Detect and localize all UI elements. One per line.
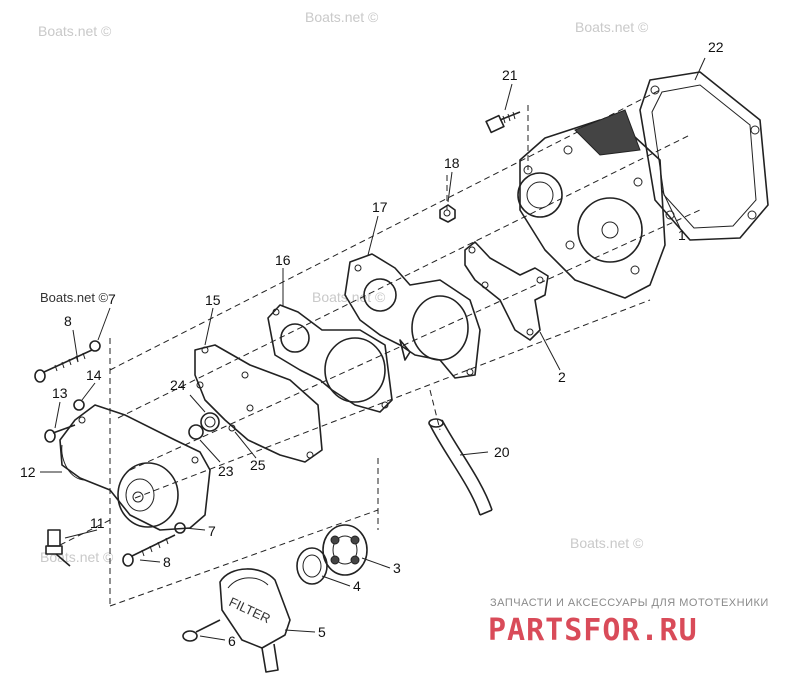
callout-1: 1 xyxy=(678,227,686,243)
callout-4: 4 xyxy=(353,578,361,594)
callout-15: 15 xyxy=(205,292,221,308)
callout-25: 25 xyxy=(250,457,266,473)
watermark-mid-left: Boats.net © xyxy=(40,290,109,305)
part-5-filter-cap: FILTER xyxy=(219,568,291,673)
callout-24: 24 xyxy=(170,377,186,393)
callout-8-lower: 8 xyxy=(163,554,171,570)
watermark-top-left: Boats.net © xyxy=(38,23,112,39)
callout-7-upper: 7 xyxy=(108,291,116,307)
watermark-mid-center: Boats.net © xyxy=(312,289,386,305)
callout-11: 11 xyxy=(90,515,105,531)
part-13-bolt xyxy=(44,424,76,443)
part-20-hose xyxy=(428,418,493,516)
leader-lines xyxy=(40,57,706,641)
watermark-top-mid: Boats.net © xyxy=(305,9,379,25)
part-3-filter-screen xyxy=(322,524,368,576)
callout-21: 21 xyxy=(502,67,518,83)
part-16-gasket xyxy=(267,304,393,413)
callout-5: 5 xyxy=(318,624,326,640)
part-17-housing xyxy=(344,253,481,379)
callout-16: 16 xyxy=(275,252,291,268)
part-7-washer-upper xyxy=(89,340,101,352)
brand-logo-text: PARTSFOR.RU xyxy=(488,613,698,648)
callout-2: 2 xyxy=(558,369,566,385)
watermark-bottom-right: Boats.net © xyxy=(570,535,644,551)
callout-13: 13 xyxy=(52,385,68,401)
part-23-washer xyxy=(188,424,204,440)
part-2-plate xyxy=(464,241,549,341)
callout-23: 23 xyxy=(218,463,234,479)
part-11-fitting xyxy=(45,529,71,567)
part-1-pump-body xyxy=(517,109,666,299)
callout-22: 22 xyxy=(708,39,724,55)
part-8-bolt-lower xyxy=(122,534,176,567)
part-8-bolt-upper xyxy=(34,349,93,383)
part-12-pump-cover xyxy=(59,404,211,531)
part-15-diaphragm xyxy=(194,344,323,463)
part-14-washer xyxy=(73,399,85,411)
partsfor-branding: ЗАПЧАСТИ И АКСЕССУАРЫ ДЛЯ МОТОТЕХНИКИ PA… xyxy=(488,597,769,648)
part-6-screw xyxy=(182,619,221,642)
callout-12: 12 xyxy=(20,464,36,480)
callout-3: 3 xyxy=(393,560,401,576)
part-4-gasket-ring xyxy=(296,547,328,585)
callout-labels: 22 21 18 17 16 15 1 2 20 8 7 13 14 24 12… xyxy=(20,39,724,649)
callout-6: 6 xyxy=(228,633,236,649)
callout-7-lower: 7 xyxy=(208,523,216,539)
watermark-bottom-left: Boats.net © xyxy=(40,549,114,565)
filter-cap-text: FILTER xyxy=(227,594,273,626)
part-18-nut xyxy=(439,204,456,223)
callout-8-upper: 8 xyxy=(64,313,72,329)
callout-18: 18 xyxy=(444,155,460,171)
part-22-gasket xyxy=(639,71,769,241)
callout-14: 14 xyxy=(86,367,102,383)
callout-17: 17 xyxy=(372,199,388,215)
part-24-spring xyxy=(200,412,220,432)
brand-subtitle: ЗАПЧАСТИ И АКСЕССУАРЫ ДЛЯ МОТОТЕХНИКИ xyxy=(490,597,769,609)
part-21-bolt xyxy=(485,111,521,134)
callout-20: 20 xyxy=(494,444,510,460)
part-25-screw xyxy=(228,424,236,432)
watermark-top-right: Boats.net © xyxy=(575,19,649,35)
